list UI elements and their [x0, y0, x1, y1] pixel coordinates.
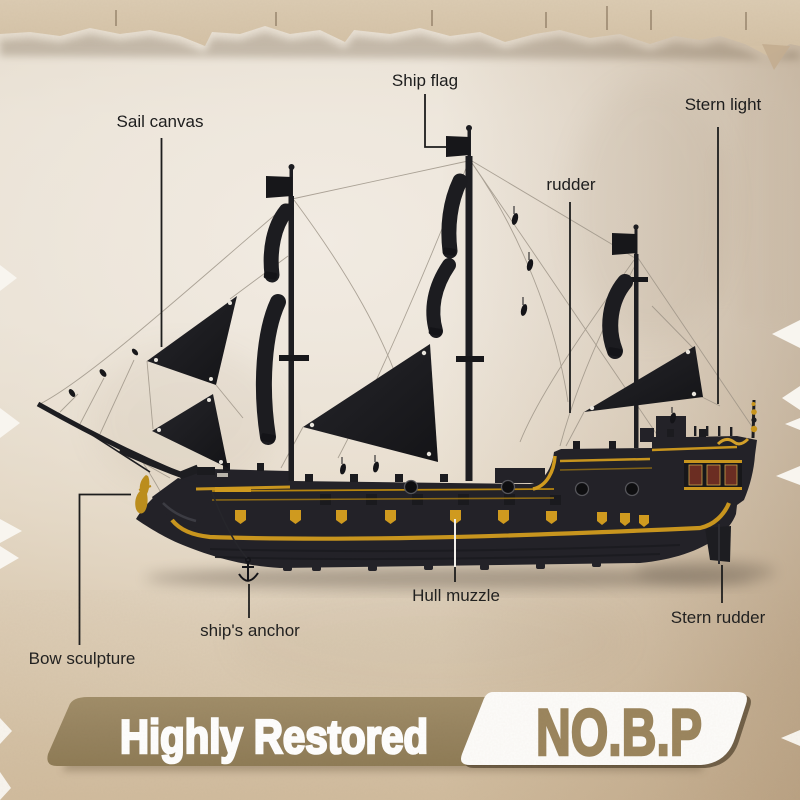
svg-text:Stern light: Stern light — [685, 95, 762, 114]
svg-text:Ship flag: Ship flag — [392, 71, 458, 90]
svg-text:Sail canvas: Sail canvas — [117, 112, 204, 131]
svg-text:rudder: rudder — [546, 175, 595, 194]
